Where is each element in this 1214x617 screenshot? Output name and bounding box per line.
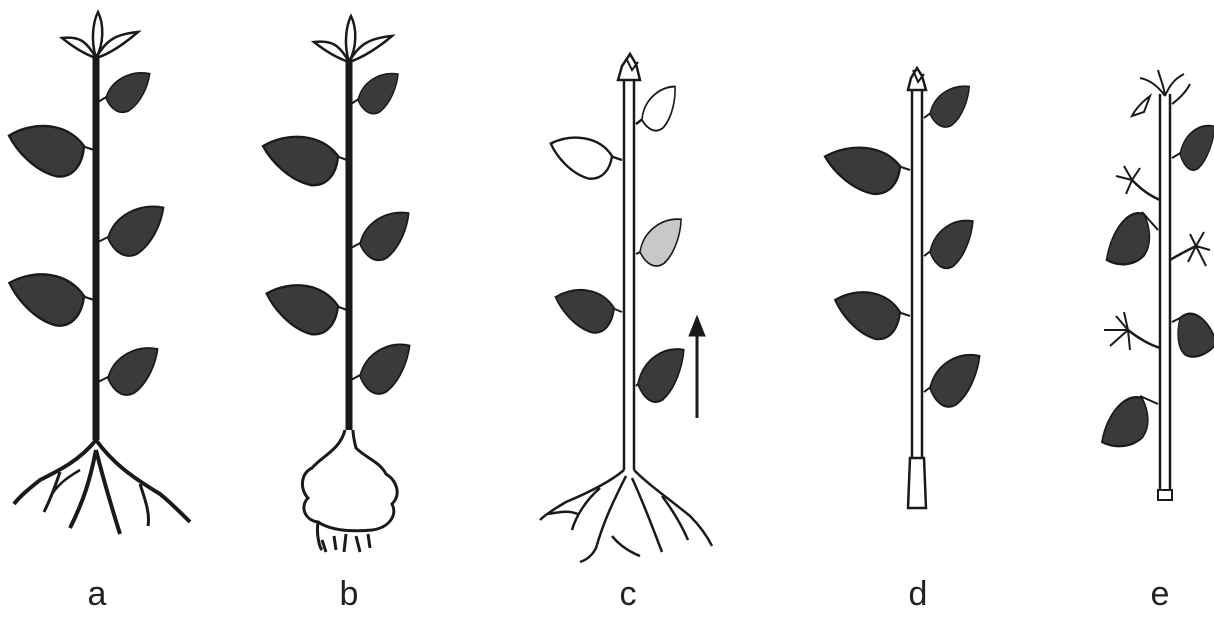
panel-e-plant [1100,70,1214,500]
panel-d-plant [824,68,984,508]
panel-label-b: b [329,574,369,614]
panel-b-plant [262,16,415,552]
panel-label-a: a [77,574,117,614]
panel-label-d: d [898,574,938,614]
upward-arrow-icon [689,316,705,418]
panel-c-plant [540,54,712,562]
panel-label-e: e [1140,574,1180,614]
panel-a-plant [8,12,190,534]
panel-label-c: c [608,574,648,614]
